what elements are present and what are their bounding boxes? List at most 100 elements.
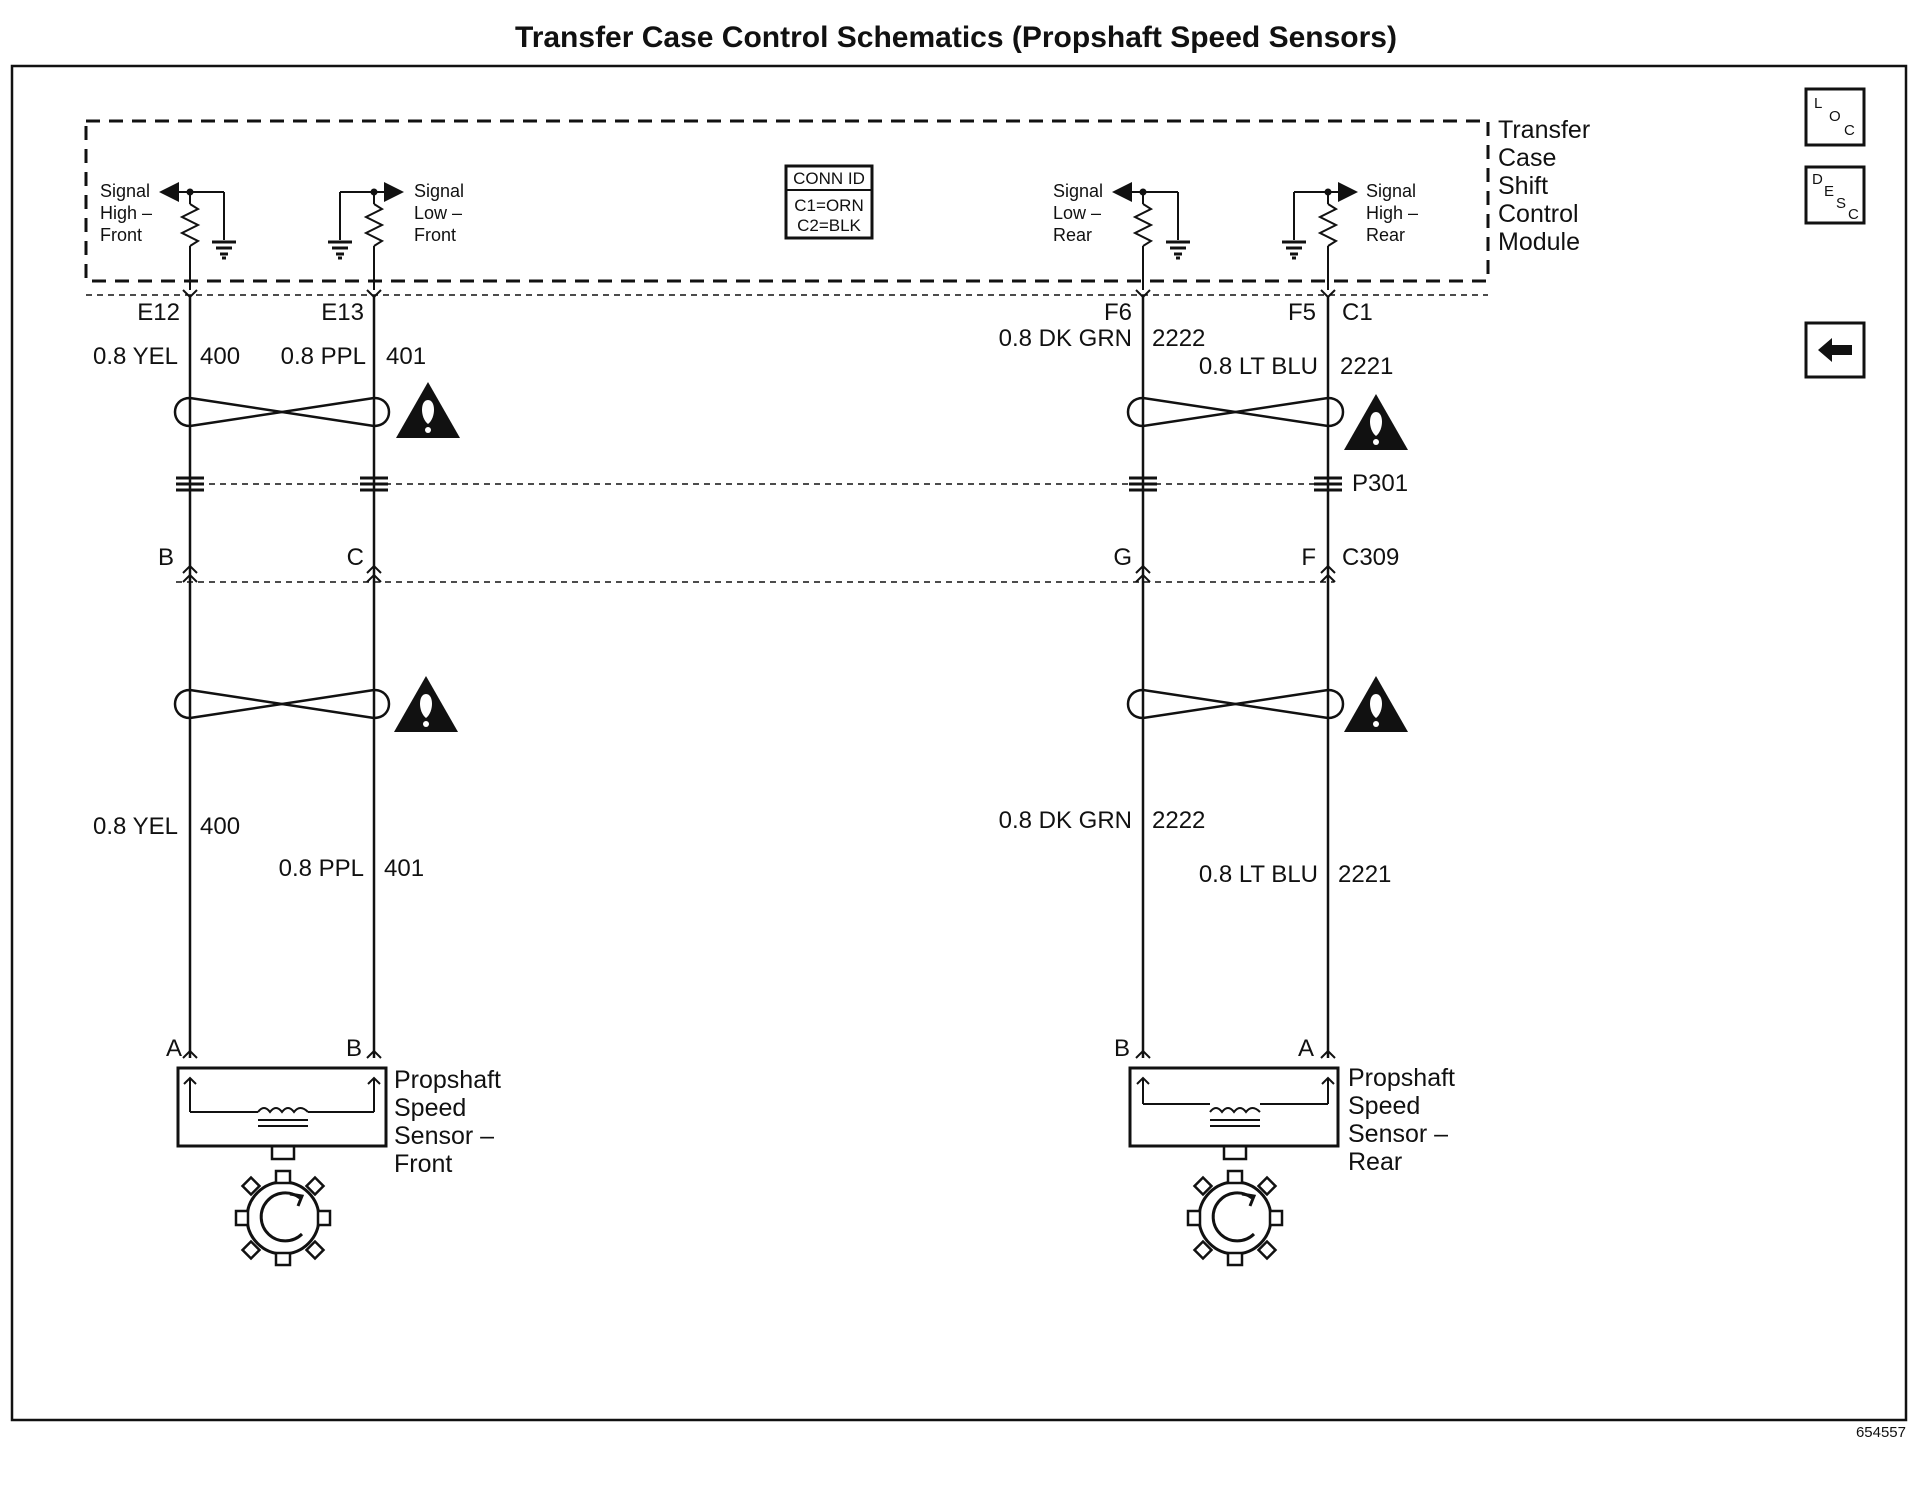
junction-dots (186, 188, 1332, 196)
c309-label: C309 (1342, 544, 1399, 571)
signal-label-low-front: Signal Low – Front (414, 181, 464, 245)
svg-text:Case: Case (1498, 144, 1556, 172)
svg-text:E: E (1824, 183, 1834, 200)
reluctor-wheel-icon (1186, 1169, 1284, 1267)
svg-text:Rear: Rear (1053, 225, 1092, 245)
sensor-front-pin-b: B (346, 1035, 362, 1062)
c309-pin-f: F (1301, 544, 1316, 571)
wire-color-401-upper: 0.8 PPL (281, 343, 366, 370)
twisted-pair-upper-front (173, 396, 391, 428)
sensor-front-pin-a: A (166, 1035, 182, 1062)
c309-chevrons (182, 564, 1336, 583)
svg-text:C2=BLK: C2=BLK (797, 216, 861, 235)
wire-circuit-401-lower: 401 (384, 855, 424, 882)
wires (188, 297, 1330, 1058)
conn-id-box: CONN ID C1=ORN C2=BLK (784, 164, 874, 240)
svg-text:Front: Front (100, 225, 142, 245)
svg-text:C: C (1844, 122, 1855, 139)
wire-circuit-400-upper: 400 (200, 343, 240, 370)
svg-text:High –: High – (1366, 203, 1418, 223)
propshaft-speed-sensor-front (176, 1049, 388, 1161)
warning-icon (394, 676, 458, 732)
warning-icon (1344, 676, 1408, 732)
pin-label-f5: F5 (1288, 299, 1316, 326)
svg-text:Signal: Signal (1053, 181, 1103, 201)
pin-label-f6: F6 (1104, 299, 1132, 326)
wire-color-401-lower: 0.8 PPL (279, 855, 364, 882)
twisted-pair-upper-rear (1126, 396, 1345, 428)
svg-text:Front: Front (394, 1150, 452, 1178)
pass-through-label: P301 (1352, 470, 1408, 497)
wire-circuit-2222-upper: 2222 (1152, 325, 1205, 352)
svg-text:Propshaft: Propshaft (394, 1066, 501, 1094)
ground-icon (328, 240, 352, 260)
diagram-frame (10, 64, 1908, 1422)
ground-icon (212, 240, 236, 260)
wire-color-2222-upper: 0.8 DK GRN (999, 325, 1132, 352)
svg-text:Propshaft: Propshaft (1348, 1064, 1455, 1092)
svg-text:C1=ORN: C1=ORN (794, 196, 863, 215)
warning-icon (396, 382, 460, 438)
module-name: Transfer Case Shift Control Module (1498, 116, 1590, 256)
svg-text:Sensor –: Sensor – (1348, 1120, 1448, 1148)
svg-text:D: D (1812, 171, 1823, 188)
sensor-rear-pin-a: A (1298, 1035, 1314, 1062)
svg-text:S: S (1836, 195, 1846, 212)
sensor-front-name: Propshaft Speed Sensor – Front (394, 1066, 501, 1178)
svg-text:Signal: Signal (1366, 181, 1416, 201)
svg-text:Transfer: Transfer (1498, 116, 1590, 144)
c309-pin-b: B (158, 544, 174, 571)
sensor-rear-name: Propshaft Speed Sensor – Rear (1348, 1064, 1455, 1176)
svg-text:Front: Front (414, 225, 456, 245)
svg-text:Module: Module (1498, 228, 1580, 256)
svg-text:Speed: Speed (394, 1094, 466, 1122)
svg-text:High –: High – (100, 203, 152, 223)
svg-text:Speed: Speed (1348, 1092, 1420, 1120)
loc-button[interactable]: L O C (1804, 87, 1866, 147)
c309-pin-c: C (347, 544, 364, 571)
desc-button[interactable]: D E S C (1804, 165, 1866, 225)
svg-text:Control: Control (1498, 200, 1579, 228)
signal-label-high-rear: Signal High – Rear (1366, 181, 1418, 245)
wire-color-2221-upper: 0.8 LT BLU (1199, 353, 1318, 380)
c309-pin-g: G (1113, 544, 1132, 571)
propshaft-speed-sensor-rear (1128, 1049, 1340, 1161)
svg-text:Signal: Signal (100, 181, 150, 201)
svg-text:O: O (1829, 108, 1841, 125)
wire-circuit-400-lower: 400 (200, 813, 240, 840)
svg-text:Rear: Rear (1348, 1148, 1402, 1176)
ground-icon (1166, 240, 1190, 260)
twisted-pair-lower-rear (1126, 688, 1345, 720)
wire-circuit-401-upper: 401 (386, 343, 426, 370)
ground-icon (1282, 240, 1306, 260)
twisted-pair-lower-front (173, 688, 391, 720)
wire-circuit-2221-lower: 2221 (1338, 861, 1391, 888)
back-button[interactable] (1804, 321, 1866, 379)
left-arrow-icon (1818, 338, 1852, 362)
pass-through-grommets (176, 476, 1342, 492)
svg-text:CONN ID: CONN ID (793, 169, 865, 188)
pin-label-e13: E13 (321, 299, 364, 326)
signal-label-high-front: Signal High – Front (100, 181, 152, 245)
sensor-rear-pin-b: B (1114, 1035, 1130, 1062)
module-boundary (84, 119, 1490, 283)
svg-text:L: L (1814, 95, 1822, 112)
wire-color-2222-lower: 0.8 DK GRN (999, 807, 1132, 834)
wire-color-2221-lower: 0.8 LT BLU (1199, 861, 1318, 888)
wire-circuit-2221-upper: 2221 (1340, 353, 1393, 380)
pin-label-e12: E12 (137, 299, 180, 326)
svg-text:Shift: Shift (1498, 172, 1548, 200)
svg-text:Signal: Signal (414, 181, 464, 201)
svg-text:Rear: Rear (1366, 225, 1405, 245)
internal-circuit-rear-high (1293, 182, 1358, 290)
svg-text:Low –: Low – (1053, 203, 1101, 223)
internal-circuit-front-high (159, 182, 225, 290)
svg-text:Sensor –: Sensor – (394, 1122, 494, 1150)
svg-text:Low –: Low – (414, 203, 462, 223)
wire-color-400-upper: 0.8 YEL (93, 343, 178, 370)
figure-number: 654557 (1856, 1424, 1906, 1441)
wire-color-400-lower: 0.8 YEL (93, 813, 178, 840)
wire-circuit-2222-lower: 2222 (1152, 807, 1205, 834)
module-pin-chevrons (182, 289, 1336, 299)
